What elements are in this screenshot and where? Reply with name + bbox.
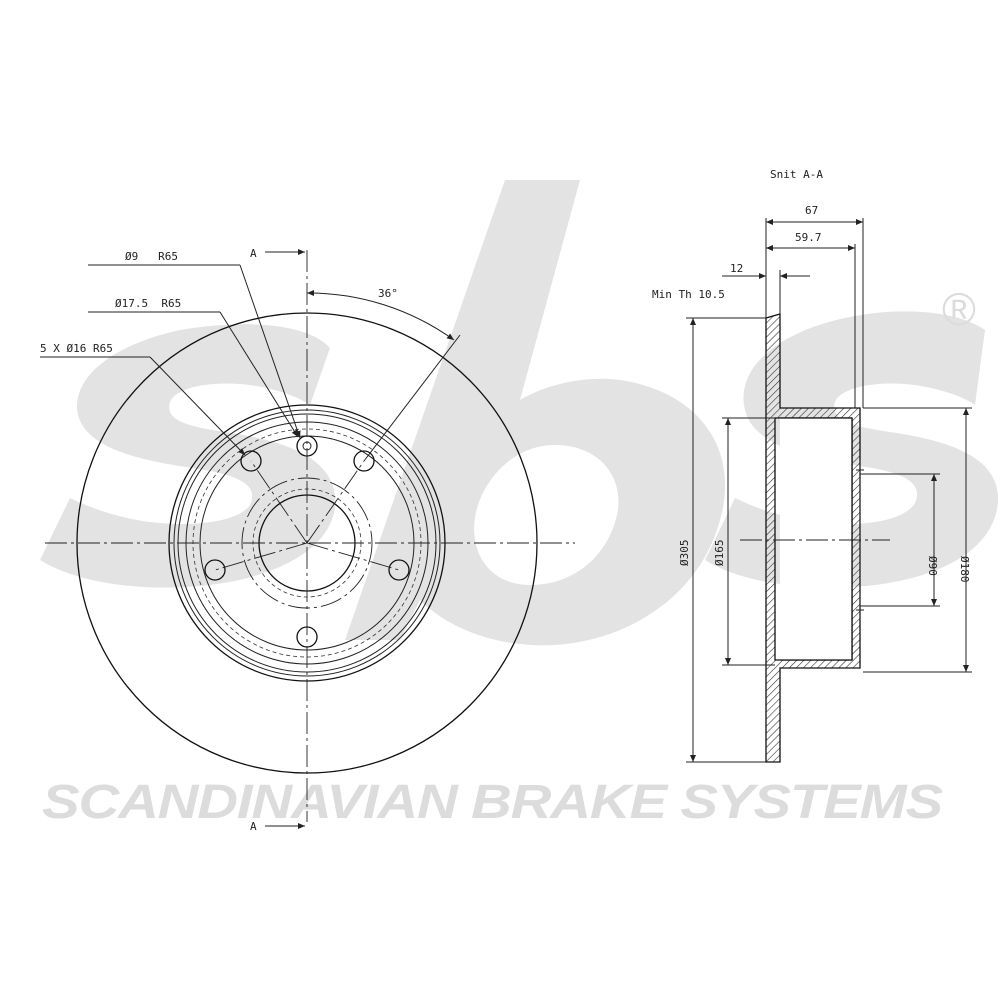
bolt-hole <box>240 450 262 472</box>
callout-small-hole: Ø9 R65 <box>125 250 178 263</box>
section-view: Snit A-A 67 59.7 12 Min Th 10.5 Ø305 <box>652 168 972 763</box>
section-title: Snit A-A <box>770 168 823 181</box>
bolt-hole <box>353 450 375 472</box>
company-name-watermark: SCANDINAVIAN BRAKE SYSTEMS <box>42 776 943 829</box>
callout-medium-hole: Ø17.5 R65 <box>115 297 181 310</box>
front-view: A A 36° Ø9 R65 Ø17.5 R65 5 X Ø16 R65 <box>40 247 575 833</box>
callout-bolt-holes: 5 X Ø16 R65 <box>40 342 113 355</box>
dim-hat-height: 59.7 <box>795 231 822 244</box>
dim-overall-height: 67 <box>805 204 818 217</box>
dim-thickness: 12 <box>730 262 743 275</box>
angle-arc <box>306 289 455 341</box>
bolt-hole <box>204 559 226 581</box>
bolt-hole <box>388 559 410 581</box>
angle-label: 36° <box>378 287 398 300</box>
section-marker-bottom: A <box>250 820 257 833</box>
dim-disc-diameter: Ø305 <box>678 540 691 567</box>
dim-hat-diameter: Ø180 <box>958 556 971 583</box>
dim-hat-outer-diameter: Ø165 <box>713 540 726 567</box>
registered-mark: ® <box>942 283 976 335</box>
dim-min-thickness: Min Th 10.5 <box>652 288 725 301</box>
section-marker-top: A <box>250 247 257 260</box>
dim-center-bore: Ø90 <box>926 556 939 576</box>
